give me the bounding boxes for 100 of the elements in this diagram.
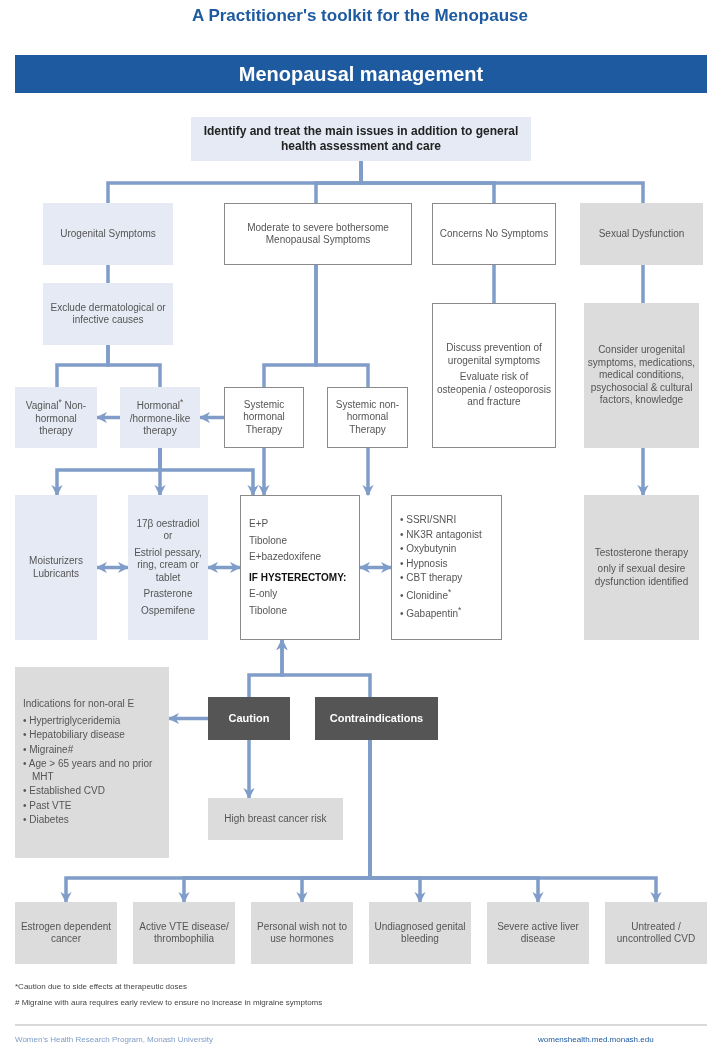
- list-item: • Diabetes: [23, 814, 70, 827]
- list-item: • Established CVD: [23, 785, 106, 798]
- list-item: • Clonidine$^{*}$: [400, 586, 453, 603]
- process-box: [43, 203, 173, 265]
- box-text: Untreated / uncontrolled CVD: [615, 920, 697, 946]
- box-text: E+P: [249, 518, 269, 531]
- arrow: [95, 561, 130, 574]
- process-box: [15, 387, 97, 448]
- heading-band: [15, 55, 707, 93]
- list-item: • Hypertriglyceridemia: [23, 714, 122, 728]
- arrow: [95, 411, 120, 424]
- box-text: Contraindications: [329, 711, 424, 726]
- box-text: Exclude dermatological or infective causes: [49, 301, 167, 327]
- list-item: • NK3R antagonist: [400, 528, 482, 542]
- arrow: [276, 638, 372, 697]
- list-item: • CBT therapy: [400, 572, 464, 585]
- box-text: E-only: [249, 588, 278, 601]
- box-text: Tibolone: [249, 534, 287, 547]
- arrow: [637, 448, 649, 497]
- list-item: • Hypnosis: [400, 557, 449, 571]
- process-box: [391, 495, 502, 640]
- process-box: [43, 283, 173, 345]
- connector-line: [641, 265, 645, 303]
- box-text: Caution: [228, 711, 270, 726]
- box-text: Ospemifene: [141, 604, 195, 618]
- process-box: [224, 203, 412, 265]
- arrow: [198, 411, 224, 424]
- category-box: [315, 697, 438, 740]
- process-box: [120, 387, 200, 448]
- list-item: • Hepatobiliary disease: [23, 729, 126, 742]
- connector-line: [314, 265, 370, 387]
- footnote: *Caution due to side effects at therapeutic doses: [15, 982, 187, 991]
- list-item: • Past VTE: [23, 799, 73, 813]
- footer-text: Women's Health Research Program, Monash University: [15, 1035, 213, 1044]
- category-box: [208, 697, 290, 740]
- arrow: [243, 740, 255, 800]
- box-text: Systemic hormonal Therapy: [242, 398, 286, 437]
- arrow: [206, 561, 242, 574]
- process-box: [251, 902, 353, 964]
- box-text: Moderate to severe bothersome Menopausal Symptoms: [246, 221, 390, 247]
- list-item: • SSRI/SNRI: [400, 514, 458, 527]
- box-text: Estrogen dependent cancer: [19, 920, 113, 946]
- process-box: [432, 203, 556, 265]
- process-box: [327, 387, 408, 448]
- box-text: Menopausal management: [238, 61, 484, 87]
- process-box: [240, 495, 360, 640]
- box-text: Prasterone: [143, 588, 193, 601]
- arrow: [362, 448, 374, 497]
- box-text: Discuss prevention of urogenital symptoms: [445, 342, 543, 368]
- arrow: [167, 712, 208, 725]
- box-text: Hormonal$^{*}$ /hormone-like therapy: [128, 397, 192, 438]
- box-text: Moisturizers Lubricants: [28, 555, 84, 580]
- box-text: Identify and treat the main issues in addition to general health assessment and care: [202, 124, 520, 154]
- box-text: Tibolone: [249, 604, 287, 617]
- box-text: Estriol pessary, ring, cream or tablet: [133, 546, 203, 585]
- box-text: IF HYSTERECTOMY:: [249, 571, 347, 584]
- box-text: Severe active liver disease: [496, 920, 580, 946]
- process-box: [584, 495, 699, 640]
- footnote: # Migraine with aura requires early review to ensure no increase in migraine symptoms: [15, 998, 323, 1007]
- list-item: • Migraine#: [23, 743, 75, 757]
- box-text: Consider urogenital symptoms, medications, medical conditions, psychosocial & cultural factors, knowledge: [587, 344, 696, 407]
- footer-link: womenshealth.med.monash.edu: [538, 1035, 654, 1044]
- arrow: [368, 740, 662, 904]
- list-item: • Oxybutynin: [400, 543, 458, 556]
- process-box: [487, 902, 589, 964]
- box-text: only if sexual desire dysfunction identified: [593, 563, 690, 589]
- process-box: [208, 798, 343, 840]
- arrow: [158, 448, 259, 497]
- process-box: [15, 495, 97, 640]
- process-box: [580, 203, 703, 265]
- box-text: Sexual Dysfunction: [598, 227, 685, 241]
- arrow: [358, 561, 393, 574]
- connector-line: [106, 345, 162, 387]
- process-box: [128, 495, 208, 640]
- box-text: High breast cancer risk: [224, 812, 327, 826]
- process-box: [15, 667, 169, 858]
- box-text: Undiagnosed genital bleeding: [373, 920, 467, 946]
- arrow: [258, 448, 270, 497]
- box-text: Evaluate risk of osteopenia / osteoporosis and fracture: [436, 371, 552, 409]
- connector-line: [106, 265, 110, 283]
- box-heading: Indications for non-oral E: [23, 698, 135, 711]
- box-text: E+bazedoxifene: [249, 551, 321, 564]
- page-title: A Practitioner's toolkit for the Menopause: [191, 6, 529, 26]
- process-box: [369, 902, 471, 964]
- process-box: [605, 902, 707, 964]
- box-text: Active VTE disease/ thrombophilia: [138, 920, 230, 946]
- box-text: 17β oestradiol or: [135, 517, 201, 543]
- process-box: [432, 303, 556, 448]
- process-box: [133, 902, 235, 964]
- connector-line: [359, 161, 645, 203]
- box-text: Testosterone therapy: [594, 546, 689, 560]
- box-text: Personal wish not to use hormones: [255, 920, 349, 946]
- box-text: Concerns No Symptoms: [439, 227, 549, 241]
- box-text: Systemic non-hormonal Therapy: [334, 398, 401, 437]
- list-item: • Gabapentin$^{*}$: [400, 604, 463, 621]
- heading-box: [191, 117, 531, 161]
- list-item: • Age > 65 years and no prior MHT: [23, 758, 154, 784]
- box-text: Vaginal$^{*}$ Non-hormonal therapy: [24, 397, 88, 438]
- process-box: [584, 303, 699, 448]
- process-box: [15, 902, 117, 964]
